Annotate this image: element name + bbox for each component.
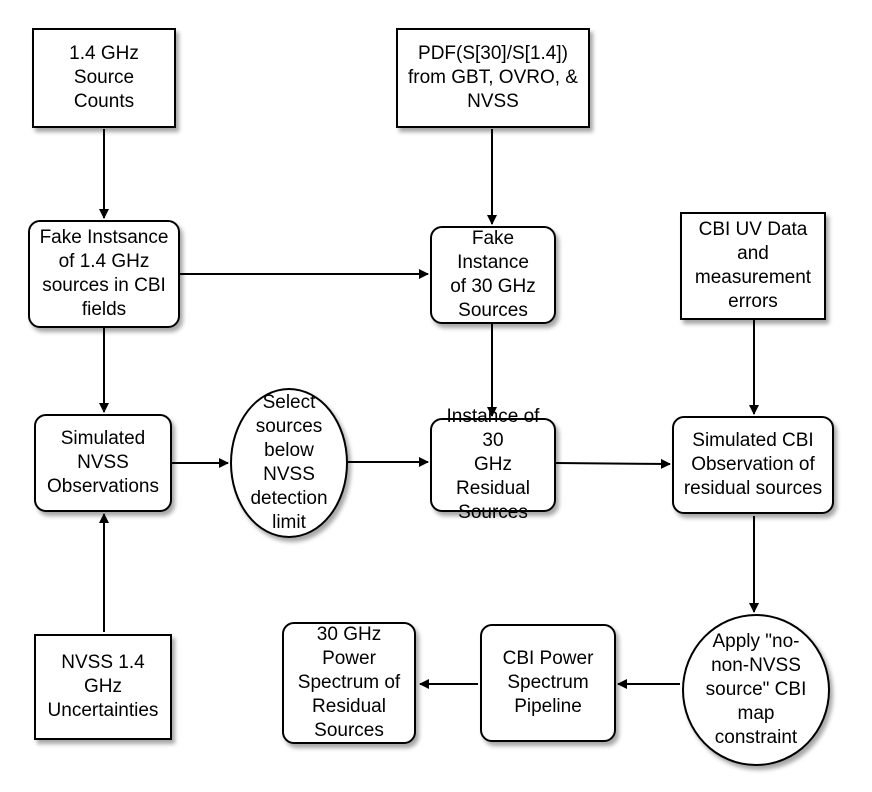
node-cbi-uv-data: CBI UV Data and measurement errors xyxy=(680,212,826,320)
arrow-residual-to-simcbi xyxy=(555,458,671,469)
node-simulated-cbi: Simulated CBI Observation of residual so… xyxy=(672,416,834,514)
node-pdf-ratio: PDF(S[30]/S[1.4]) from GBT, OVRO, & NVSS xyxy=(396,28,590,128)
node-simulated-nvss: Simulated NVSS Observations xyxy=(34,414,172,512)
node-select-sources: Select sources below NVSS detection limi… xyxy=(230,388,348,538)
node-cbi-pipeline: CBI Power Spectrum Pipeline xyxy=(480,624,616,742)
node-power-spectrum: 30 GHz Power Spectrum of Residual Source… xyxy=(282,622,416,744)
node-apply-constraint: Apply "no- non-NVSS source" CBI map cons… xyxy=(682,614,830,766)
node-nvss-uncertainties: NVSS 1.4 GHz Uncertainties xyxy=(34,634,172,740)
node-fake-1-4ghz: Fake Instsance of 1.4 GHz sources in CBI… xyxy=(28,220,180,328)
node-source-counts: 1.4 GHz Source Counts xyxy=(32,28,176,128)
node-residual-sources: Instance of 30 GHz Residual Sources xyxy=(430,406,556,523)
node-fake-30ghz: Fake Instance of 30 GHz Sources xyxy=(430,226,556,324)
